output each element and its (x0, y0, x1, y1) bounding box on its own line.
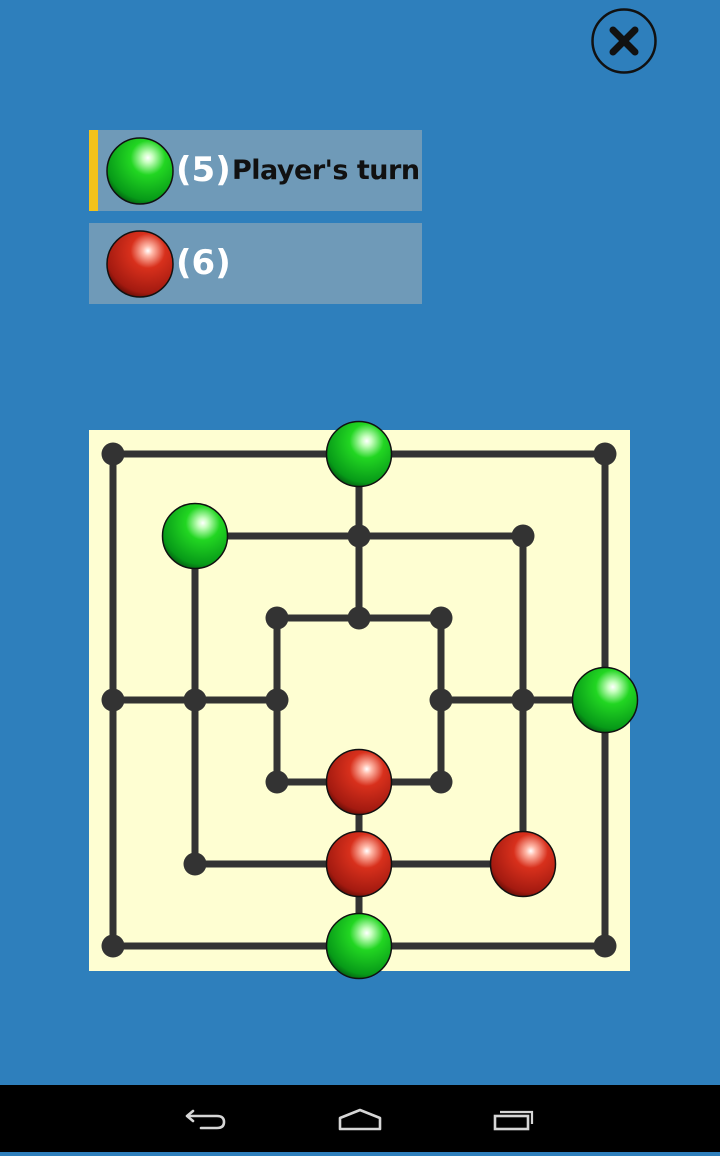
green-piece-icon (106, 137, 174, 205)
red-piece-count: (6) (176, 243, 231, 283)
board-point-inner-bottom-left[interactable] (265, 770, 289, 794)
red-piece-icon (106, 230, 174, 298)
board-point-middle-top-right[interactable] (511, 524, 535, 548)
back-icon (185, 1109, 226, 1130)
board-point-inner-top-right[interactable] (429, 606, 453, 630)
red-piece[interactable] (325, 830, 393, 898)
green-piece-count: (5) (176, 150, 231, 190)
board-point-inner-right-middle[interactable] (429, 688, 453, 712)
board-point-middle-bottom-left[interactable] (183, 852, 207, 876)
board-point-outer-bottom-left[interactable] (101, 934, 125, 958)
board-point-outer-top-left[interactable] (101, 442, 125, 466)
player-panel-red: (6) (89, 223, 422, 304)
board-point-inner-left-middle[interactable] (265, 688, 289, 712)
board-point-inner-top-middle[interactable] (347, 606, 371, 630)
home-button[interactable] (320, 1085, 400, 1152)
green-piece[interactable] (571, 666, 639, 734)
red-piece[interactable] (325, 748, 393, 816)
back-button[interactable] (167, 1085, 247, 1152)
turn-indicator (89, 130, 98, 211)
red-piece[interactable] (489, 830, 557, 898)
home-icon (338, 1108, 382, 1131)
green-piece[interactable] (161, 502, 229, 570)
board-point-middle-right-middle[interactable] (511, 688, 535, 712)
recents-icon (493, 1110, 534, 1131)
navigation-bar (0, 1085, 720, 1152)
board-point-middle-top-middle[interactable] (347, 524, 371, 548)
close-button[interactable] (591, 8, 657, 74)
green-piece[interactable] (325, 420, 393, 488)
board-point-outer-bottom-right[interactable] (593, 934, 617, 958)
board-point-outer-left-middle[interactable] (101, 688, 125, 712)
board-point-inner-bottom-right[interactable] (429, 770, 453, 794)
turn-label: Player's turn (232, 155, 420, 186)
green-piece[interactable] (325, 912, 393, 980)
board-point-outer-top-right[interactable] (593, 442, 617, 466)
board-point-middle-left-middle[interactable] (183, 688, 207, 712)
player-panel-green: (5) Player's turn (89, 130, 422, 211)
close-icon (591, 8, 657, 74)
recents-button[interactable] (474, 1085, 554, 1152)
board-point-inner-top-left[interactable] (265, 606, 289, 630)
